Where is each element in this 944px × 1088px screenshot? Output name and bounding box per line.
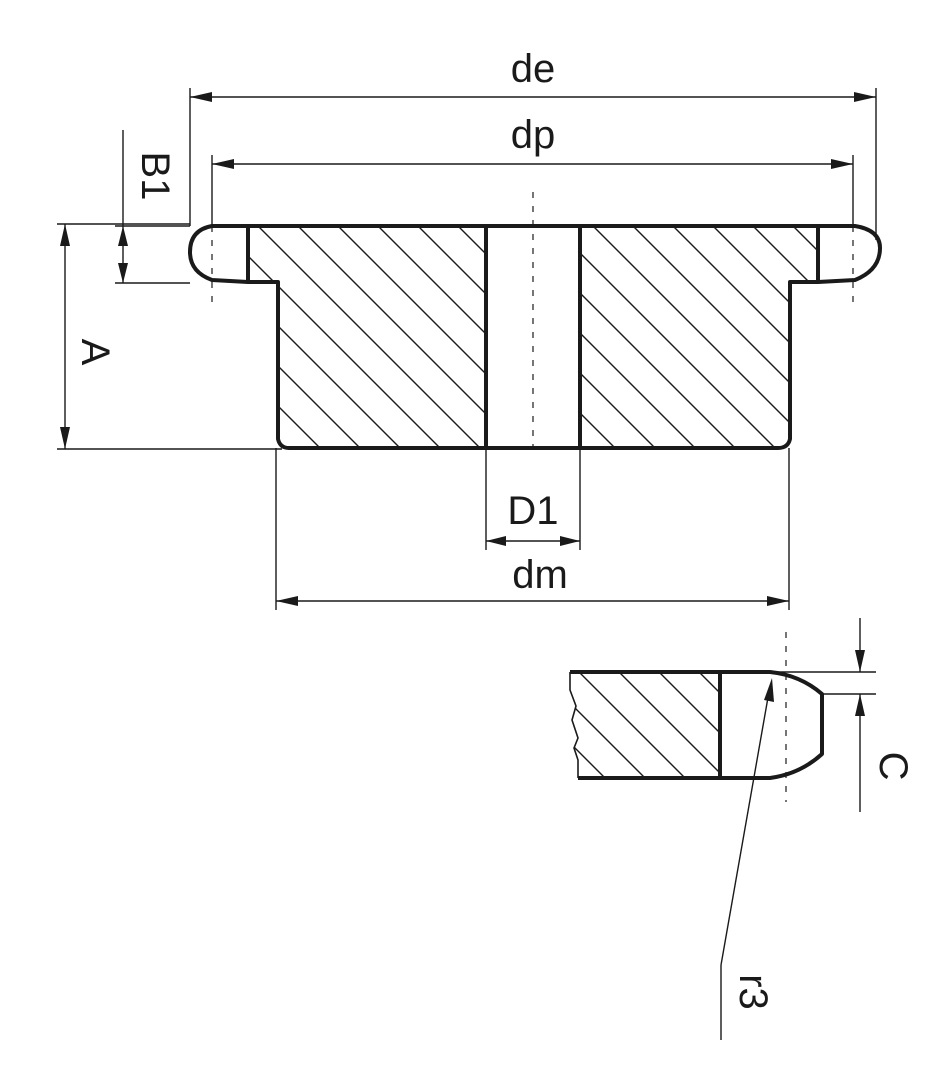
hatch-line <box>377 226 486 448</box>
hatch-line <box>248 226 321 448</box>
detail-outline <box>570 670 824 780</box>
hatch-line <box>658 226 880 448</box>
label-c: C <box>871 752 915 781</box>
dimension-dp: dp <box>211 113 854 226</box>
hatch-line <box>698 672 720 778</box>
hatch-line <box>580 226 736 448</box>
label-b1: B1 <box>133 152 177 201</box>
detail-break-line <box>569 672 579 778</box>
label-dm: dm <box>512 553 568 597</box>
hatch-line <box>698 226 920 448</box>
hatch-line <box>913 226 944 448</box>
hatch-line <box>578 672 686 778</box>
hatch-line <box>618 226 840 448</box>
hatch-line <box>580 226 696 448</box>
hatch-line <box>498 226 720 448</box>
hatch-line <box>578 226 800 448</box>
tooth-detail-view: C r3 <box>459 618 915 1040</box>
label-r3: r3 <box>731 974 775 1010</box>
dimension-d1: D1 <box>485 448 581 550</box>
label-de: de <box>511 47 556 91</box>
hatch-line <box>580 226 776 448</box>
hatch-line <box>580 226 656 448</box>
hatch-line <box>257 226 481 448</box>
bushing-outline <box>188 224 882 450</box>
hatch-line <box>592 226 816 448</box>
hatch-line <box>672 226 818 448</box>
hatch-line <box>353 226 575 448</box>
dimension-b1: B1 <box>115 130 190 284</box>
bushing-section-view <box>18 192 944 450</box>
hatch-line <box>538 226 760 448</box>
hatch-line <box>337 226 486 448</box>
dimension-dm: dm <box>275 448 790 610</box>
hatch-line <box>618 672 720 778</box>
dimension-a: A <box>57 223 282 450</box>
hatch-line <box>739 672 845 778</box>
hatch-line <box>752 226 818 448</box>
label-d1: D1 <box>507 489 558 533</box>
hatch-line <box>712 226 818 448</box>
hatch-line <box>248 226 441 448</box>
hatch-line <box>779 672 885 778</box>
hatch-line <box>658 672 720 778</box>
section-hatching-right <box>353 226 944 448</box>
hatch-line <box>792 226 818 448</box>
dimension-de: de <box>189 47 877 240</box>
label-dp: dp <box>511 113 556 157</box>
hatch-line <box>833 226 944 448</box>
detail-hatching <box>459 672 885 778</box>
hatch-line <box>297 226 486 448</box>
hatch-line <box>570 672 646 778</box>
hatch-line <box>18 226 240 448</box>
hatch-line <box>417 226 486 448</box>
label-a: A <box>73 339 117 366</box>
hatch-line <box>632 226 818 448</box>
hatch-line <box>570 672 606 778</box>
hatch-line <box>248 226 401 448</box>
hatch-line <box>459 672 565 778</box>
radius-r3-leader: r3 <box>720 678 775 1040</box>
hatch-line <box>457 226 486 448</box>
hatch-line <box>873 226 944 448</box>
section-hatching-left <box>18 226 920 448</box>
dimension-c: C <box>770 618 915 812</box>
